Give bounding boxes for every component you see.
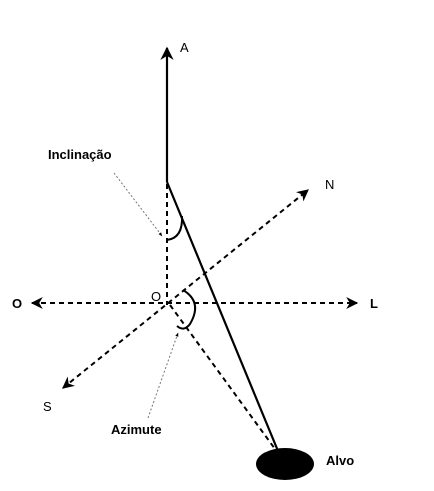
label-azimuth: Azimute (111, 422, 162, 437)
borehole-line (165, 181, 280, 452)
label-west: O (12, 296, 22, 311)
label-east: L (370, 296, 378, 311)
label-target: Alvo (326, 453, 354, 468)
label-north: N (325, 177, 334, 192)
label-south: S (43, 399, 52, 414)
target-ellipse (256, 448, 314, 480)
azimuth-arc (176, 289, 197, 330)
label-inclination: Inclinação (48, 147, 112, 162)
label-vertical: A (180, 40, 189, 55)
azimuth-leader (147, 332, 179, 419)
north-south-axis (62, 189, 309, 389)
inclination-arc (166, 215, 184, 241)
label-origin: O (151, 289, 161, 304)
horizontal-projection-dashed (169, 304, 276, 450)
inclination-leader (113, 172, 163, 237)
